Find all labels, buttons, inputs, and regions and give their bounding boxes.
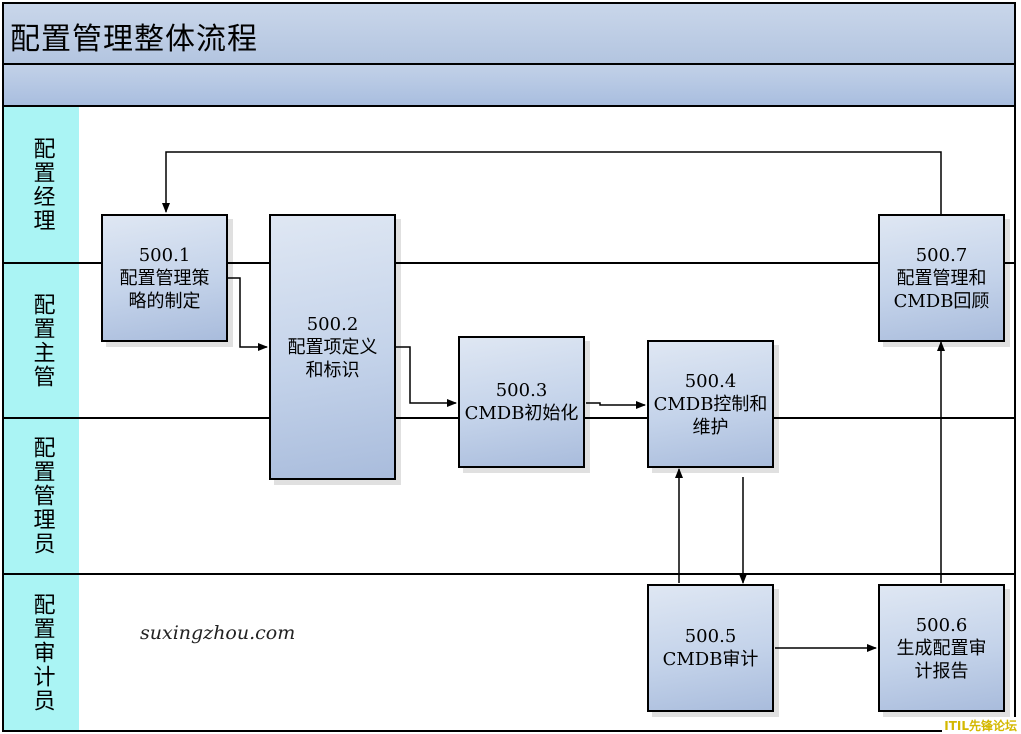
step-code: 500.2	[306, 313, 359, 335]
step-code: 500.1	[138, 244, 191, 266]
page-title: 配置管理整体流程	[10, 22, 258, 57]
step-label: CMDB控制和 维护	[653, 393, 768, 438]
process-step-500-1[interactable]: 500.1 配置管理策 略的制定	[101, 214, 228, 342]
process-step-500-5[interactable]: 500.5 CMDB审计	[647, 584, 774, 712]
step-code: 500.5	[684, 626, 737, 647]
lane-label-text: 配置审计员	[29, 592, 55, 713]
title-bar: 配置管理整体流程	[2, 2, 1016, 65]
site-tag: ITIL先锋论坛	[942, 717, 1019, 734]
process-step-500-3[interactable]: 500.3 CMDB初始化	[458, 336, 585, 468]
process-step-500-6[interactable]: 500.6 生成配置审 计报告	[878, 584, 1005, 712]
lane-label-config-manager: 配置经理	[2, 105, 81, 264]
lane-label-text: 配置主管	[29, 292, 55, 389]
step-code: 500.4	[684, 370, 737, 392]
lane-config-auditor	[79, 573, 1016, 732]
step-label: 配置管理策 略的制定	[119, 267, 210, 312]
step-label: CMDB审计	[662, 649, 759, 670]
lane-label-config-auditor: 配置审计员	[2, 573, 81, 732]
lane-label-text: 配置经理	[29, 136, 55, 233]
step-label: 配置管理和 CMDB回顾	[893, 267, 990, 312]
connector-1-to-2	[228, 277, 268, 351]
step-label: 生成配置审 计报告	[896, 637, 987, 682]
connector-7-to-1	[162, 151, 942, 214]
watermark-text: suxingzhou.com	[140, 622, 296, 644]
step-label: CMDB初始化	[464, 403, 579, 424]
process-step-500-2[interactable]: 500.2 配置项定义 和标识	[269, 214, 396, 480]
process-step-500-4[interactable]: 500.4 CMDB控制和 维护	[647, 340, 774, 468]
connector-3-to-4	[586, 401, 646, 409]
step-code: 500.6	[915, 614, 968, 636]
step-label: 配置项定义 和标识	[287, 336, 378, 381]
step-code: 500.7	[915, 244, 968, 266]
step-code: 500.3	[495, 380, 548, 401]
lane-label-text: 配置管理员	[29, 436, 55, 556]
connector-2-to-3	[396, 346, 457, 407]
process-step-500-7[interactable]: 500.7 配置管理和 CMDB回顾	[878, 214, 1005, 342]
